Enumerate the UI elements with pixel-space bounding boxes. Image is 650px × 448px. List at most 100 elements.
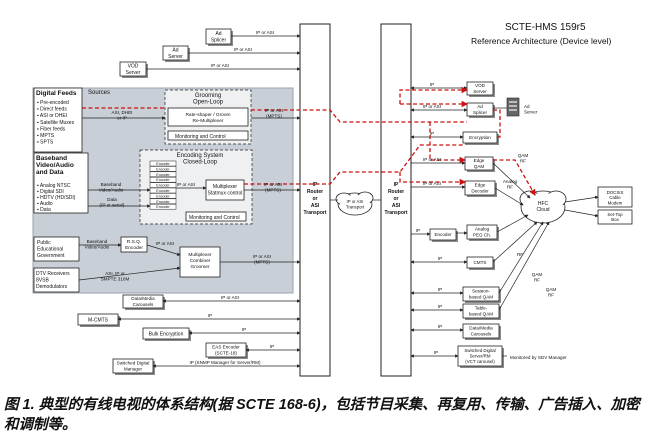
label-ip-asi-mpts3-1: (MPTS) (254, 260, 270, 265)
label-data-ip-serial-1: (IP or serial) (100, 203, 125, 208)
connection-line-49 (493, 159, 536, 196)
label-right-6: IP (416, 228, 420, 233)
encoder-label-3: Encoder (156, 178, 170, 182)
transport-cloud-line-0: IP or ASI (347, 199, 364, 204)
baseband-item-1: ▪ Digital SDI (37, 189, 64, 195)
right-encryption-text-0: Encryption (469, 135, 491, 140)
right-session-qam-text-1: based QAM (469, 295, 493, 300)
label-asi-dhei-0: ASI, DHEI (112, 110, 133, 115)
label-top-3: IP or ASI (211, 63, 229, 68)
label-right-1: IP (430, 82, 434, 87)
label-bottom-5: IP (SNMP Manager for Server/RM) (189, 360, 261, 365)
sources-label: Sources (88, 90, 110, 96)
connection-line-33 (494, 187, 524, 206)
encoder-label-0: Encoder (156, 162, 170, 166)
right-edge-qam-text-0: Edge (474, 158, 485, 163)
mux-combiner-line-1: Combiner (190, 258, 211, 264)
label-bottom-3: IP (242, 327, 246, 332)
connection-line-34 (496, 214, 529, 233)
right-router-label-line-2: or (394, 196, 399, 202)
ad-server-right-line-0: Ad (524, 104, 530, 109)
transport-cloud-line-1: Transport (346, 205, 365, 210)
digital-feeds-item-5: ▪ MPTS (37, 133, 55, 139)
encoder-box-3 (149, 176, 177, 183)
multiplexer-line-0: Multiplexer (213, 184, 238, 190)
encoding-title-line-1: Closed-Loop (183, 160, 218, 166)
digital-feeds-title: Digital Feeds (36, 90, 77, 97)
right-table-qam-text-1: based QAM (469, 312, 493, 317)
label-baseband-va-0: Baseband (101, 182, 122, 187)
rate-shaper-line-1: Re-Multiplexer (193, 118, 224, 124)
encoder-label-7: Encoder (156, 200, 170, 204)
label-bottom-1: IP or ASI (221, 295, 239, 300)
bottom-eas-encoder-text-0: EAS Encoder (212, 345, 240, 350)
connection-line-36 (498, 221, 544, 294)
figure-caption: 图 1. 典型的有线电视的体系结构(据 SCTE 168-6)，包括节目采集、再… (4, 397, 640, 433)
encoder-label-8: Encoder (156, 205, 170, 209)
right-router (380, 23, 412, 377)
left-router-label-line-0: IP (313, 182, 318, 188)
ad-server-icon (506, 97, 520, 117)
bottom-switched-digital-manager-text-1: Manager (124, 367, 143, 372)
rate-shaper-box (167, 107, 249, 127)
right-data-media-carousels-text-1: Carousels (471, 332, 492, 337)
label-enc-ip-asi: IP or ASI (177, 182, 195, 187)
label-qam-rf-1-1: RF (520, 159, 526, 164)
label-rf-1: RF (517, 252, 523, 257)
right-router-label-line-4: Transport (384, 210, 407, 216)
rate-shaper-line-0: Rate-shaper / Groom (185, 112, 230, 118)
diagram-subtitle: Reference Architecture (Device level) (471, 36, 611, 46)
digital-feeds-box: Digital Feeds ▪ Pre-encoded▪ Direct feed… (33, 87, 83, 153)
baseband-title-line-0: Baseband (36, 155, 67, 162)
top-ad-splicer-frame (205, 28, 232, 45)
label-baseband-va2-1: Video/Audio (85, 245, 110, 250)
label-ip-asi-mpts-0: IP or ASI (265, 108, 283, 113)
connection-line-11 (78, 266, 181, 281)
encoder-box-1 (149, 166, 177, 172)
encoder-box-2 (149, 171, 177, 178)
connection-line-48 (429, 122, 467, 164)
left-router-label-line-3: ASI (311, 203, 320, 209)
left-router-label-line-1: Router (307, 189, 323, 195)
bottom-bulk-encryption: Bulk Encryption (142, 327, 191, 341)
label-right-8: IP (438, 287, 442, 292)
label-ip-asi-mpts-1: (MPTS) (266, 114, 282, 119)
bottom-im-cmts: M-CMTS (77, 313, 120, 327)
digital-feeds-list: ▪ Pre-encoded▪ Direct feeds▪ ASI or DHEI… (37, 100, 75, 146)
right-data-media-carousels-text-0: Data/Media (469, 326, 493, 331)
public-educational-line-2: Government (37, 253, 65, 259)
connection-line-37 (498, 221, 550, 311)
connection-line-50 (399, 172, 467, 186)
label-qam-rf-1-0: QAM (518, 153, 529, 158)
right-switched-digital-text-1: Server/RM (470, 354, 491, 359)
right-session-qam-text-0: Session- (472, 289, 490, 294)
right-cmts: CMTS (466, 256, 495, 270)
connection-line-47 (493, 109, 501, 138)
right-service-boxes: VODServerAdSplicerEncryptionEdgeQAMEdgeD… (429, 81, 504, 368)
grooming-title-line-1: Open-Loop (193, 100, 224, 106)
label-top-1: IP or ASI (256, 30, 274, 35)
right-vod-server-text-1: Server (473, 89, 487, 94)
bottom-eas-encoder: EAS Encoder(SCTE-18) (205, 342, 248, 359)
right-router-label-line-0: IP (394, 182, 399, 188)
label-bottom-2: IP (208, 313, 212, 318)
right-encoder: Encoder (429, 228, 458, 242)
